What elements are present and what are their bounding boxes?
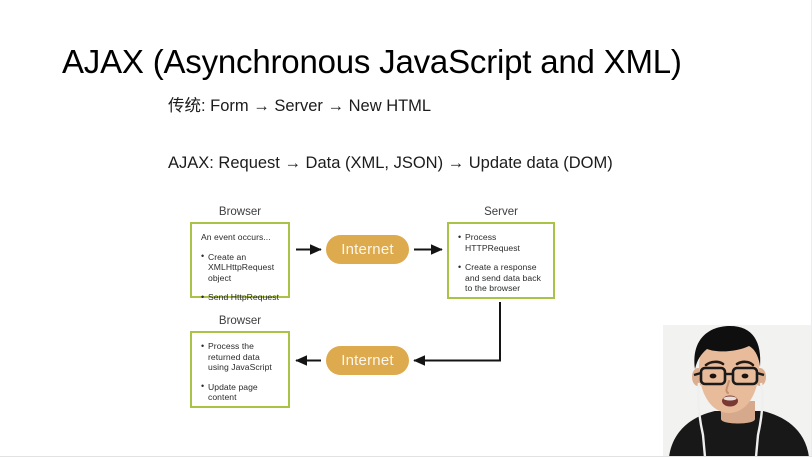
internet-node-bottom: Internet — [326, 346, 409, 375]
browser-top-item-1: Create an XMLHttpRequest object — [201, 251, 280, 284]
browser-bottom-item-0: Process the returned data using JavaScri… — [201, 341, 280, 373]
server-label: Server — [484, 206, 518, 218]
server-panel: Process HTTPRequest Create a response an… — [447, 222, 555, 299]
internet-node-top: Internet — [326, 235, 409, 264]
browser-bottom-panel: Process the returned data using JavaScri… — [190, 331, 290, 408]
presenter-webcam-overlay — [663, 325, 812, 457]
presenter-portrait — [663, 325, 812, 457]
traditional-flow-text: 传统: Form → Server → New HTML — [168, 97, 432, 115]
ajax-flow-text: AJAX: Request → Data (XML, JSON) → Updat… — [168, 154, 613, 172]
browser-top-item-0: An event occurs... — [201, 232, 271, 242]
server-item-0: Process HTTPRequest — [458, 231, 545, 253]
browser-top-label: Browser — [218, 206, 262, 218]
browser-top-item-2: Send HttpRequest — [201, 292, 280, 303]
browser-bottom-item-1: Update page content — [201, 381, 280, 403]
slide-title: AJAX (Asynchronous JavaScript and XML) — [62, 43, 682, 81]
server-item-1: Create a response and send data back to … — [458, 262, 545, 294]
browser-top-panel: An event occurs... Create an XMLHttpRequ… — [190, 222, 290, 302]
browser-bottom-label: Browser — [218, 315, 262, 327]
